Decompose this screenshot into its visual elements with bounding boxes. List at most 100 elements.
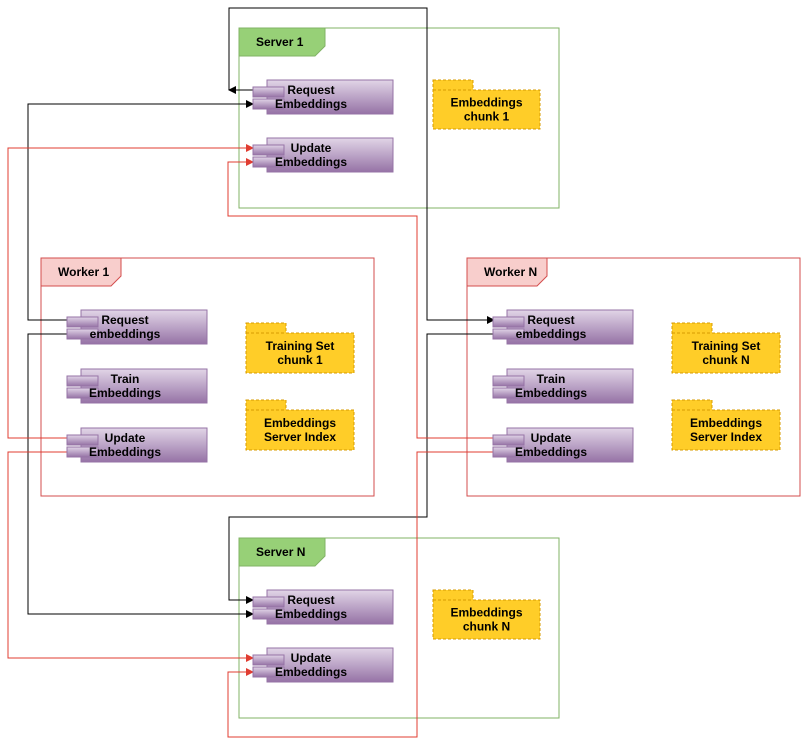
s1-request-embeddings-label-line-1: Request: [287, 83, 334, 97]
folder-icon: [245, 322, 355, 374]
component-icon: [252, 86, 285, 110]
package-worker-1: Worker 1: [40, 257, 375, 497]
package-server-n-tab: [238, 537, 326, 567]
package-worker-1-frame: [40, 257, 375, 497]
package-server-n-title: Server N: [256, 545, 305, 559]
w1-embeddings-server-index-label-line-1: Embeddings: [264, 416, 336, 430]
edge-request-wn-to-s1-loop: [228, 7, 495, 324]
sn-update-embeddings-label-line-2: Embeddings: [275, 665, 347, 679]
sn-request-embeddings-label-line-1: Request: [287, 593, 334, 607]
s1-update-embeddings-label-line-1: Update: [291, 141, 332, 155]
w1-embeddings-server-index-label-line-2: Server Index: [264, 430, 336, 444]
s1-update-embeddings-body: [266, 137, 394, 173]
package-worker-1-title: Worker 1: [58, 265, 109, 279]
package-worker-n-tab: [466, 257, 548, 287]
w1-training-set-chunk-label-line-1: Training Set: [266, 339, 335, 353]
package-server-1-title: Server 1: [256, 35, 304, 49]
w1-training-set-chunk-label-line-2: chunk 1: [277, 353, 323, 367]
sn-request-embeddings-label-line-2: Embeddings: [275, 607, 347, 621]
w1-request-embeddings-body: [80, 309, 208, 345]
folder-icon: [432, 589, 541, 640]
component-icon: [252, 596, 285, 620]
component-icon: [66, 316, 99, 340]
wn-update-embeddings-label-line-1: Update: [531, 431, 572, 445]
wn-training-set-chunk-label-line-2: chunk N: [702, 353, 749, 367]
w1-train-embeddings-body: [80, 368, 208, 404]
edge-update-w1-to-sn: [7, 451, 254, 662]
wn-request-embeddings-label-line-2: embeddings: [516, 327, 587, 341]
s1-request-embeddings-body: [266, 79, 394, 115]
s1-update-embeddings-label-line-2: Embeddings: [275, 155, 347, 169]
edge-request-w1-to-sn: [27, 333, 254, 618]
edge-update-w1-to-s1: [7, 144, 254, 439]
w1-train-embeddings-label-line-2: Embeddings: [89, 386, 161, 400]
component-icon: [252, 654, 285, 678]
w1-request-embeddings-label-line-1: Request: [101, 313, 148, 327]
w1-request-embeddings-label-line-2: embeddings: [90, 327, 161, 341]
sn-update-embeddings-body: [266, 647, 394, 683]
edge-update-wn-to-sn: [227, 451, 494, 738]
w1-update-embeddings-label-line-2: Embeddings: [89, 445, 161, 459]
package-server-n-frame: [238, 537, 560, 719]
package-worker-1-tab: [40, 257, 122, 287]
folder-icon: [671, 399, 781, 451]
s1-embeddings-chunk-label-line-2: chunk 1: [464, 110, 510, 124]
wn-request-embeddings-label-line-1: Request: [527, 313, 574, 327]
w1-update-embeddings-label-line-1: Update: [105, 431, 146, 445]
sn-embeddings-chunk-label-line-1: Embeddings: [450, 606, 522, 620]
wn-request-embeddings-body: [506, 309, 634, 345]
component-icon: [66, 434, 99, 458]
package-server-n: Server N: [238, 537, 560, 719]
sn-request-embeddings-body: [266, 589, 394, 625]
component-icon: [66, 375, 99, 399]
sn-update-embeddings-label-line-1: Update: [291, 651, 332, 665]
component-icon: [492, 316, 525, 340]
component-icon: [492, 375, 525, 399]
package-worker-n-title: Worker N: [484, 265, 537, 279]
wn-embeddings-server-index-label-line-1: Embeddings: [690, 416, 762, 430]
wn-embeddings-server-index-label-line-2: Server Index: [690, 430, 762, 444]
wn-update-embeddings-body: [506, 427, 634, 463]
edge-request-w1-to-s1: [27, 100, 254, 321]
w1-update-embeddings-body: [80, 427, 208, 463]
wn-update-embeddings-label-line-2: Embeddings: [515, 445, 587, 459]
folder-icon: [671, 322, 781, 374]
package-worker-n-frame: [466, 257, 801, 497]
component-icon: [252, 144, 285, 168]
wn-train-embeddings-label-line-1: Train: [537, 372, 566, 386]
w1-train-embeddings-label-line-1: Train: [111, 372, 140, 386]
component-icon: [492, 434, 525, 458]
